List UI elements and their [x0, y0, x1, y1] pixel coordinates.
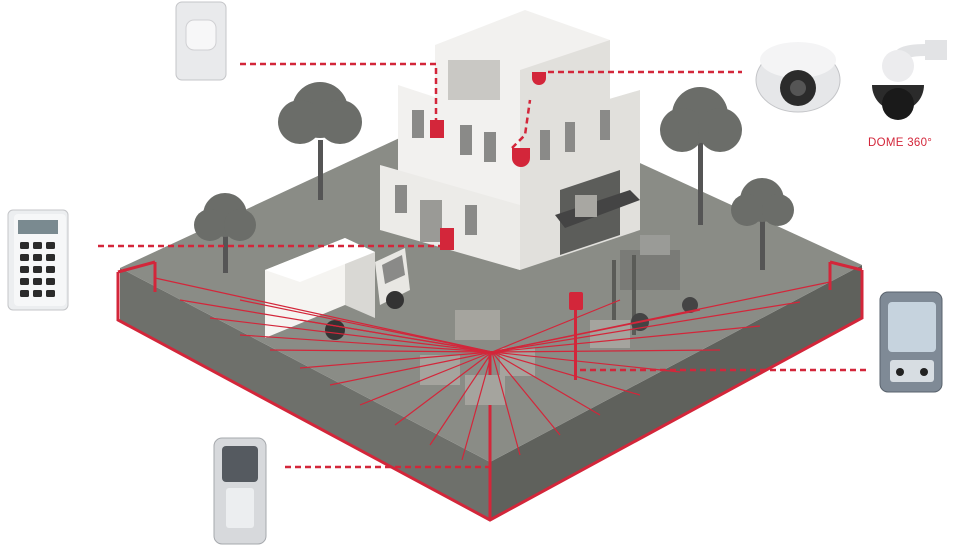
- keypad-key: [46, 242, 55, 249]
- dome-camera-marker: [532, 72, 546, 85]
- beam-line: [491, 309, 701, 353]
- beam-line: [491, 349, 721, 353]
- indoor-sensor-marker: [430, 120, 444, 138]
- keypad-key: [20, 266, 29, 273]
- tree-right: [731, 178, 794, 270]
- keypad-key: [33, 290, 42, 297]
- beam-line: [329, 351, 493, 386]
- beam-line: [491, 299, 621, 353]
- beam-line: [491, 351, 641, 396]
- perimeter-fence: [116, 260, 864, 522]
- barrier-detector-icon: [213, 437, 267, 545]
- beam-line: [239, 334, 493, 353]
- keypad-key: [46, 290, 55, 297]
- ground-side-right: [490, 265, 862, 520]
- tree-back-left: [278, 82, 362, 200]
- keypad-key: [33, 278, 42, 285]
- beam-line: [299, 351, 493, 369]
- keypad-icon: [7, 209, 69, 311]
- beam-line: [491, 351, 601, 416]
- tree-left: [194, 193, 256, 273]
- connector-pir: [240, 62, 438, 120]
- keypad-key: [46, 278, 55, 285]
- beam-line: [491, 301, 801, 353]
- trees: [194, 82, 794, 273]
- delivery-truck: [265, 238, 410, 340]
- building: [380, 10, 640, 270]
- beam-line: [491, 351, 521, 456]
- keypad-key: [20, 290, 29, 297]
- beam-line: [429, 351, 493, 446]
- outdoor-detector-marker: [569, 292, 583, 310]
- outdoor-detector-icon: [879, 291, 943, 393]
- beam-line: [209, 317, 493, 353]
- beam-line: [299, 319, 493, 353]
- beam-line: [491, 325, 761, 353]
- building-devices: [430, 72, 583, 380]
- beam-line: [394, 351, 493, 426]
- beam-line: [359, 351, 493, 406]
- keypad-key: [33, 266, 42, 273]
- ground-top: [120, 95, 862, 462]
- beam-line: [154, 277, 493, 353]
- keypad-key: [46, 266, 55, 273]
- keypad-key: [46, 254, 55, 261]
- beam-line: [491, 351, 681, 373]
- detection-beams: [154, 277, 831, 461]
- dome-camera-icon: [755, 42, 841, 113]
- keypad-marker: [440, 228, 454, 250]
- keypad-key: [33, 242, 42, 249]
- keypad-key: [33, 254, 42, 261]
- beam-line: [491, 351, 561, 436]
- beam-line: [461, 351, 493, 461]
- beam-line: [269, 349, 493, 353]
- pir-motion-sensor-icon: [175, 1, 227, 81]
- dome-360-label: DOME 360°: [868, 137, 933, 149]
- keypad-key: [20, 242, 29, 249]
- connector-ptz: [511, 99, 532, 149]
- connector-lines: [98, 62, 868, 469]
- keypad-key: [20, 254, 29, 261]
- ground-side-left: [120, 268, 490, 520]
- tree-right-back: [660, 87, 742, 225]
- ptz-camera-icon: [872, 40, 947, 120]
- ptz-camera-marker: [512, 148, 530, 167]
- forklift: [612, 235, 698, 335]
- beam-line: [239, 299, 493, 353]
- keypad-key: [20, 278, 29, 285]
- ground-platform: [120, 95, 862, 520]
